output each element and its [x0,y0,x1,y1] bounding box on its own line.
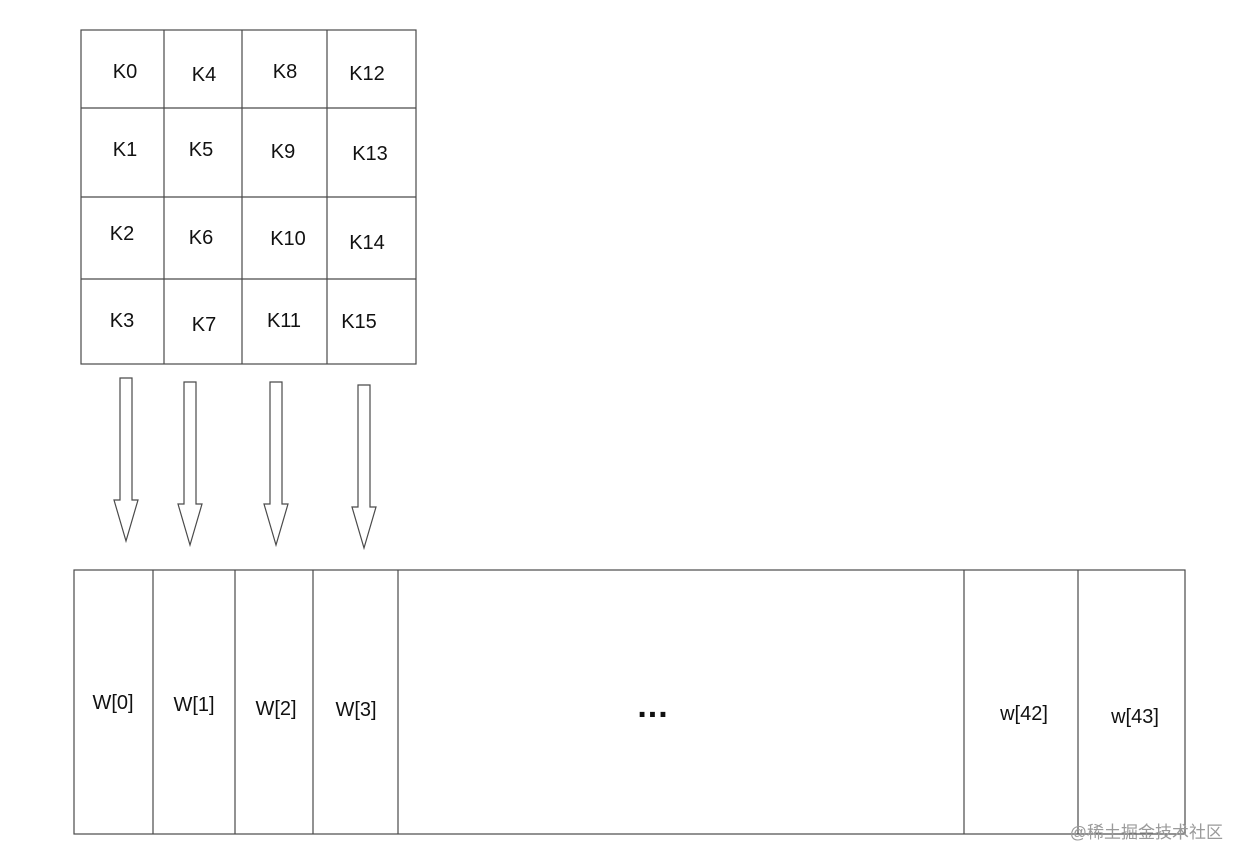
key-cell: K0 [112,61,138,83]
down-arrow-icon [177,381,203,548]
word-array-lines [73,569,1186,835]
key-cell: K12 [349,63,385,85]
key-cell: K5 [188,139,214,161]
word-cell: W[2] [255,698,297,720]
key-cell: K4 [191,64,217,86]
key-cell: K6 [188,227,214,249]
word-cell: w[42] [1000,703,1048,725]
word-array-border [73,569,1186,835]
ellipsis: ... [637,687,669,725]
down-arrow-icon [263,381,289,548]
key-cell: K2 [109,223,135,245]
key-cell: K11 [266,310,302,332]
key-cell: K13 [352,143,388,165]
word-cell: W[0] [92,692,134,714]
key-cell: K10 [270,228,306,250]
down-arrow-icon [113,377,139,544]
down-arrow-icon [351,384,377,551]
key-grid-lines [80,29,417,365]
word-cell: W[3] [335,699,377,721]
key-cell: K3 [109,310,135,332]
word-cell: w[43] [1111,706,1159,728]
key-cell: K9 [270,141,296,163]
key-cell: K14 [349,232,385,254]
word-cell: W[1] [173,694,215,716]
key-cell: K7 [191,314,217,336]
key-cell: K15 [341,311,377,333]
watermark: @稀土掘金技术社区 [1069,823,1223,842]
key-cell: K1 [112,139,138,161]
key-cell: K8 [272,61,298,83]
arrows [113,377,377,551]
